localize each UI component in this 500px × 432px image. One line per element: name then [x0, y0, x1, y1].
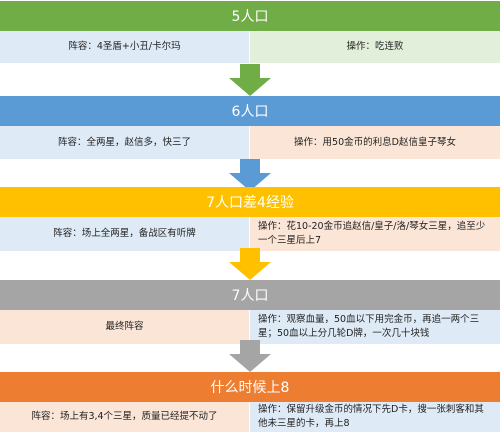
stage-5-title: 什么时候上8: [210, 380, 290, 396]
stage-1-action-text: 操作：吃连败: [346, 41, 404, 53]
stage-2-header: 6人口: [0, 96, 500, 126]
stage-1-row: 阵容：4圣盾+小丑/卡尔玛 操作：吃连败: [0, 31, 500, 63]
stage-1-title: 5人口: [231, 9, 269, 25]
stage-2-lineup-text: 阵容：全两星，赵信多，快三了: [57, 136, 191, 148]
stage-3-action-text: 操作：花10-20金币追赵信/皇子/洛/琴女三星，追至少一个三星后上7: [258, 221, 486, 246]
stage-4-title: 7人口: [231, 288, 269, 304]
stage-3-lineup-text: 阵容：场上全两星，备战区有听牌: [53, 228, 196, 240]
stage-1-lineup-text: 阵容：4圣盾+小丑/卡尔玛: [68, 41, 181, 53]
arrow-4-shape: [229, 340, 271, 372]
stage-5-action: 操作：保留升级金币的情况下先D卡，搜一张刺客和其他未三星的卡，再上8: [250, 402, 500, 432]
stage-4-header: 7人口: [0, 280, 500, 310]
stage-3-lineup: 阵容：场上全两星，备战区有听牌: [0, 217, 250, 251]
stage-5-action-text: 操作：保留升级金币的情况下先D卡，搜一张刺客和其他未三星的卡，再上8: [258, 404, 484, 429]
arrow-down-icon: [229, 159, 271, 191]
stage-1-action: 操作：吃连败: [250, 31, 500, 63]
stage-3-row: 阵容：场上全两星，备战区有听牌 操作：花10-20金币追赵信/皇子/洛/琴女三星…: [0, 217, 500, 251]
stage-4-lineup-text: 最终阵容: [105, 321, 144, 333]
stage-2-action-text: 操作：用50金币的利息D赵信皇子琴女: [294, 136, 456, 148]
stage-5-lineup-text: 阵容：场上有3,4个三星，质量已经提不动了: [31, 411, 218, 423]
stage-2-title: 6人口: [231, 104, 269, 120]
arrow-down-icon: [229, 248, 271, 280]
stage-3-action: 操作：花10-20金币追赵信/皇子/洛/琴女三星，追至少一个三星后上7: [250, 217, 500, 251]
stage-4-lineup: 最终阵容: [0, 310, 250, 344]
stage-3-title: 7人口差4经验: [206, 195, 294, 211]
stage-4-row: 最终阵容 操作：观察血量，50血以下用完金币，再追一两个三星；50血以上分几轮D…: [0, 310, 500, 344]
arrow-3-shape: [229, 248, 271, 280]
stage-4-action-text: 操作：观察血量，50血以下用完金币，再追一两个三星；50血以上分几轮D牌，一次几…: [258, 314, 480, 339]
stage-5-header: 什么时候上8: [0, 372, 500, 402]
stage-2-row: 阵容：全两星，赵信多，快三了 操作：用50金币的利息D赵信皇子琴女: [0, 126, 500, 159]
stage-4-action: 操作：观察血量，50血以下用完金币，再追一两个三星；50血以上分几轮D牌，一次几…: [250, 310, 500, 344]
arrow-1-shape: [229, 64, 271, 96]
stage-5-lineup: 阵容：场上有3,4个三星，质量已经提不动了: [0, 402, 250, 432]
arrow-2-shape: [229, 159, 271, 191]
stage-5-row: 阵容：场上有3,4个三星，质量已经提不动了 操作：保留升级金币的情况下先D卡，搜…: [0, 402, 500, 432]
arrow-down-icon: [229, 340, 271, 372]
stage-1-lineup: 阵容：4圣盾+小丑/卡尔玛: [0, 31, 250, 63]
arrow-down-icon: [229, 64, 271, 96]
stage-1-header: 5人口: [0, 1, 500, 31]
stage-2-lineup: 阵容：全两星，赵信多，快三了: [0, 126, 250, 159]
stage-3-header: 7人口差4经验: [0, 187, 500, 217]
stage-2-action: 操作：用50金币的利息D赵信皇子琴女: [250, 126, 500, 159]
